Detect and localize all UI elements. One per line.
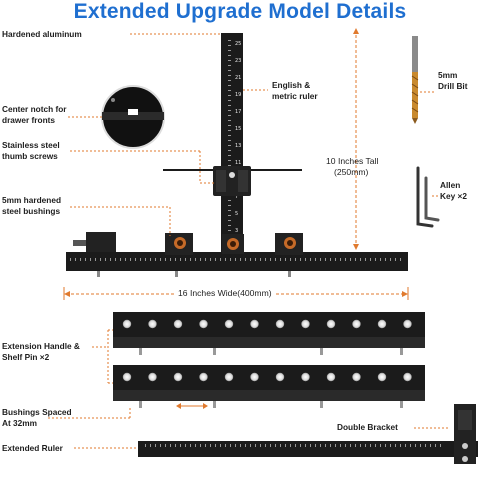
label-hardened-aluminum: Hardened aluminum: [2, 29, 82, 39]
magnifier-icon: [101, 85, 165, 149]
callout-lines: [48, 33, 450, 449]
bushing-hole: [301, 372, 310, 382]
bushing-hole: [250, 319, 259, 329]
svg-text:17: 17: [235, 109, 241, 115]
bushing-hole: [377, 372, 387, 382]
label-bushings: 5mm hardened steel bushings: [2, 195, 62, 216]
label-extended-ruler: Extended Ruler: [2, 443, 63, 453]
label-english-metric-ruler: English & metric ruler: [272, 80, 318, 101]
svg-text:19: 19: [235, 92, 241, 98]
bushing-hole: [352, 372, 361, 382]
allen-key-icon: [416, 166, 440, 228]
svg-text:7: 7: [235, 194, 238, 200]
svg-text:13: 13: [235, 143, 241, 149]
svg-text:21: 21: [235, 75, 241, 81]
label-bushings-spaced: Bushings Spaced At 32mm: [2, 407, 72, 428]
label-center-notch: Center notch for drawer fronts: [2, 104, 67, 125]
bushing-hole: [352, 319, 361, 329]
label-drill-bit: 5mm Drill Bit: [438, 70, 468, 91]
bushing-hole: [377, 319, 387, 329]
svg-text:11: 11: [235, 160, 241, 166]
double-bracket: [454, 404, 476, 464]
bushing-hole: [148, 372, 157, 382]
stop-block-center: [222, 234, 244, 254]
bushing-hole: [403, 319, 412, 329]
bushing-hole: [224, 319, 234, 329]
bushing-hole: [275, 372, 285, 382]
svg-text:3: 3: [235, 228, 238, 234]
extended-ruler: [138, 441, 478, 457]
stop-block-left: [165, 233, 193, 255]
svg-text:15: 15: [235, 126, 241, 132]
stop-block-right: [275, 233, 303, 255]
label-width: 16 Inches Wide(400mm): [176, 288, 274, 299]
label-thumb-screws: Stainless steel thumb screws: [2, 140, 60, 161]
bushing-hole: [173, 319, 183, 329]
extension-handle-1: [113, 312, 425, 348]
bushing-hole: [199, 372, 208, 382]
svg-text:23: 23: [235, 58, 241, 64]
bushing-hole: [199, 319, 208, 329]
bushing-hole: [326, 319, 336, 329]
label-double-bracket: Double Bracket: [337, 422, 398, 432]
label-extension-handle: Extension Handle & Shelf Pin ×2: [2, 341, 80, 362]
extension-handle-2: [113, 365, 425, 401]
bushing-hole: [403, 372, 412, 382]
thumb-screw-clamp: [163, 166, 302, 196]
bushing-hole: [148, 319, 157, 329]
svg-text:25: 25: [235, 41, 241, 47]
bushing-hole: [250, 372, 259, 382]
horizontal-ruler: [66, 252, 408, 271]
bushing-hole: [224, 372, 234, 382]
end-stop: [73, 232, 116, 252]
bushing-hole: [122, 319, 132, 329]
bushing-hole: [301, 319, 310, 329]
bushing-hole: [122, 372, 132, 382]
page-title: Extended Upgrade Model Details: [73, 0, 407, 23]
bushing-hole: [173, 372, 183, 382]
label-allen-key: Allen Key ×2: [440, 180, 467, 201]
label-height: 10 Inches Tall (250mm): [326, 156, 379, 177]
drill-bit-icon: [411, 36, 419, 124]
bushing-hole: [326, 372, 336, 382]
svg-text:5: 5: [235, 211, 238, 217]
bushing-hole: [275, 319, 285, 329]
